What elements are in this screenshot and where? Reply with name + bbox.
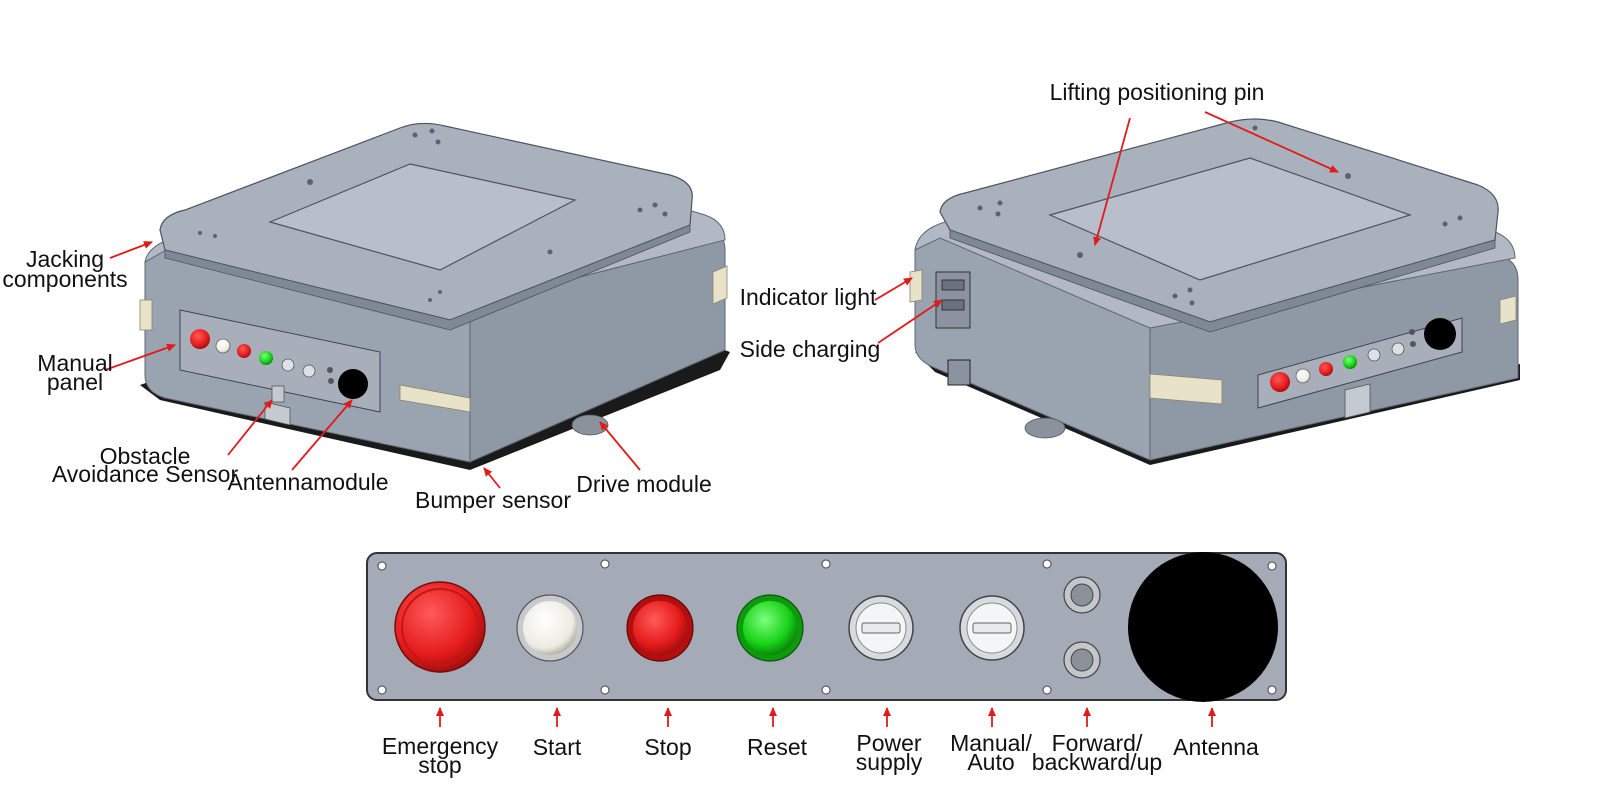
label-manual-panel-line2: panel [47, 369, 103, 395]
robot-right-panel-frame [1257, 317, 1463, 409]
label-reset: Reset [747, 734, 808, 760]
label-obstacle-line2: Avoidance Sensor [52, 461, 239, 487]
antenna-disc [1128, 552, 1278, 702]
robot-left-indicator-front [399, 384, 471, 413]
label-emergency-line1: Emergency [382, 733, 499, 759]
label-start: Start [533, 734, 582, 760]
label-bumper-sensor: Bumper sensor [415, 487, 571, 513]
label-drive-module: Drive module [576, 471, 712, 497]
robot-left-top-window [268, 163, 577, 271]
emergency-stop-button [394, 581, 486, 673]
control-panel-plate [366, 552, 1287, 701]
arrows [104, 111, 1339, 727]
label-jacking-line1: Jacking [26, 246, 104, 272]
label-power-line1: Power [856, 730, 922, 756]
label-lifting-pin: Lifting positioning pin [1050, 79, 1265, 105]
label-forward-line1: Forward/ [1052, 730, 1143, 756]
label-jacking-line2: components [2, 266, 127, 292]
robot-right-top-window [1048, 157, 1412, 281]
label-stop: Stop [644, 734, 691, 760]
robot-left-antenna [338, 369, 368, 399]
label-antenna: Antenna [1173, 734, 1259, 760]
label-antenna-module: Antennamodule [227, 469, 388, 495]
robot-left [139, 122, 730, 470]
robot-left-panel-frame [179, 309, 381, 413]
label-power-line2: supply [856, 749, 923, 775]
robot-left-indicator-side [712, 265, 728, 305]
label-forward-line2: backward/up [1032, 749, 1162, 775]
robot-left-top-plate-edge [164, 224, 691, 331]
robot-right-top-plate-edge [949, 229, 1496, 333]
robot-right-indicator-front [1149, 373, 1223, 405]
label-indicator-light: Indicator light [740, 284, 877, 310]
label-obstacle-line1: Obstacle [100, 443, 191, 469]
robot-left-emergency-button [190, 329, 210, 349]
robot-left-reset-button [259, 351, 273, 365]
label-manual-auto-line2: Auto [967, 749, 1014, 775]
robot-left-start-button [215, 338, 231, 354]
robot-right [909, 118, 1520, 465]
label-emergency-line2: stop [418, 752, 461, 778]
label-manual-panel-line1: Manual [37, 350, 112, 376]
label-manual-auto-line1: Manual/ [950, 730, 1032, 756]
robot-right-indicator-side [909, 269, 923, 303]
labels: Jacking components Manual panel Obstacle… [2, 79, 1264, 778]
label-side-charging: Side charging [740, 336, 881, 362]
robot-left-stop-button [237, 344, 251, 358]
control-panel [366, 552, 1287, 702]
